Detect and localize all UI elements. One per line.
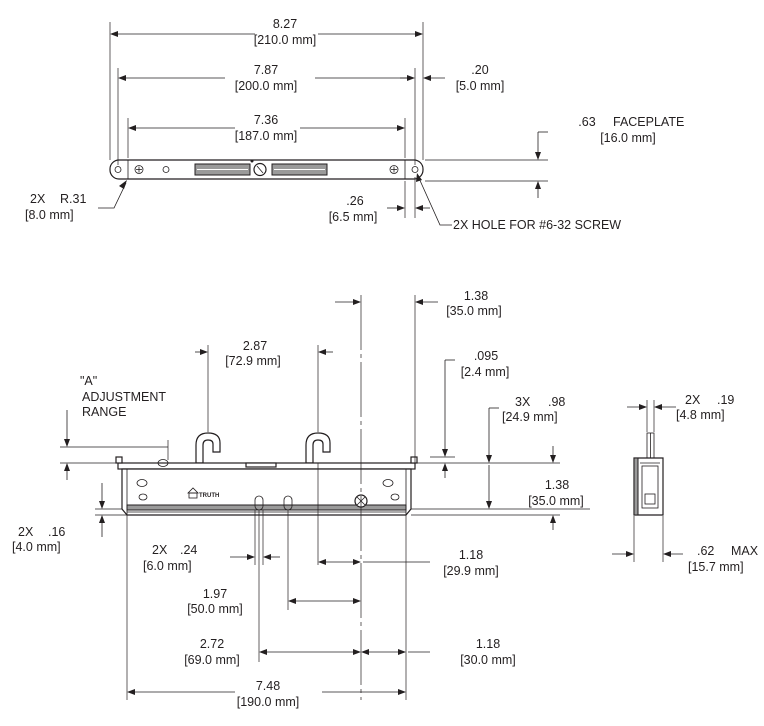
radius-mm: [8.0 mm] [25,208,74,222]
hook-center-in: 1.18 [459,548,483,562]
height-in: .98 [548,395,565,409]
faceplate-label: FACEPLATE [613,115,684,129]
radius-qty: 2X [30,192,46,206]
slot-qty: 2X [152,543,168,557]
hole-note: 2X HOLE FOR #6-32 SCREW [453,218,621,232]
flange-mm: [4.0 mm] [12,540,61,554]
faceplate-mm: [16.0 mm] [600,131,656,145]
overall-mm: [190.0 mm] [237,695,300,709]
hole-offset-in: .26 [346,194,363,208]
hole-spacing-mm: [200.0 mm] [235,79,298,93]
screw-hole-right [411,166,419,173]
body-length-in: 7.36 [254,113,278,127]
slot-to-hub-mm: [69.0 mm] [184,653,240,667]
adjust-line3: RANGE [82,405,126,419]
slot-spacing-mm: [50.0 mm] [187,602,243,616]
small-offset-mm: [2.4 mm] [461,365,510,379]
slot-in: .24 [180,543,197,557]
side-width-in: .19 [717,393,734,407]
height-mm: [24.9 mm] [502,410,558,424]
slot-spacing-in: 1.97 [203,587,227,601]
truth-logo: TRUTH [187,487,219,499]
side-width-mm: [4.8 mm] [676,408,725,422]
hole-offset-mm: [6.5 mm] [329,210,378,224]
radius-in: R.31 [60,192,86,206]
hook-spacing-mm: [72.9 mm] [225,354,281,368]
hub-to-end-mm: [30.0 mm] [460,653,516,667]
height-qty: 3X [515,395,531,409]
adjust-line1: "A" [80,374,97,388]
small-offset-in: .095 [474,349,498,363]
front-view: TRUTH "A" ADJUSTMENT RANGE [12,289,590,709]
overall-length-in: 8.27 [273,17,297,31]
logo-text: TRUTH [199,493,219,499]
right-height-in: 1.38 [545,478,569,492]
side-view: 2X .19 [4.8 mm] .62 MAX [15.7 mm] [612,393,759,574]
right-height-mm: [35.0 mm] [528,494,584,508]
end-offset-in: .20 [471,63,488,77]
slot-to-hub-in: 2.72 [200,637,224,651]
flange-in: .16 [48,525,65,539]
hub-to-end-in: 1.18 [476,637,500,651]
screw-hole-left [114,166,122,173]
overall-length-mm: [210.0 mm] [254,33,317,47]
top-view: 8.27 [210.0 mm] 7.87 [200.0 mm] .20 [5.0… [25,17,684,232]
end-offset-mm: [5.0 mm] [456,79,505,93]
side-width-qty: 2X [685,393,701,407]
side-depth-mm: [15.7 mm] [688,560,744,574]
overall-in: 7.48 [256,679,280,693]
hole-spacing-in: 7.87 [254,63,278,77]
adjust-line2: ADJUSTMENT [82,390,166,404]
faceplate-in: .63 [578,115,595,129]
top-right-mm: [35.0 mm] [446,304,502,318]
hook-left [195,432,221,464]
flange-qty: 2X [18,525,34,539]
side-depth-in: .62 [697,544,714,558]
hook-spacing-in: 2.87 [243,339,267,353]
hook-right [305,432,331,464]
top-right-in: 1.38 [464,289,488,303]
side-depth-label: MAX [731,544,759,558]
body-length-mm: [187.0 mm] [235,129,298,143]
hook-center-mm: [29.9 mm] [443,564,499,578]
slot-mm: [6.0 mm] [143,559,192,573]
